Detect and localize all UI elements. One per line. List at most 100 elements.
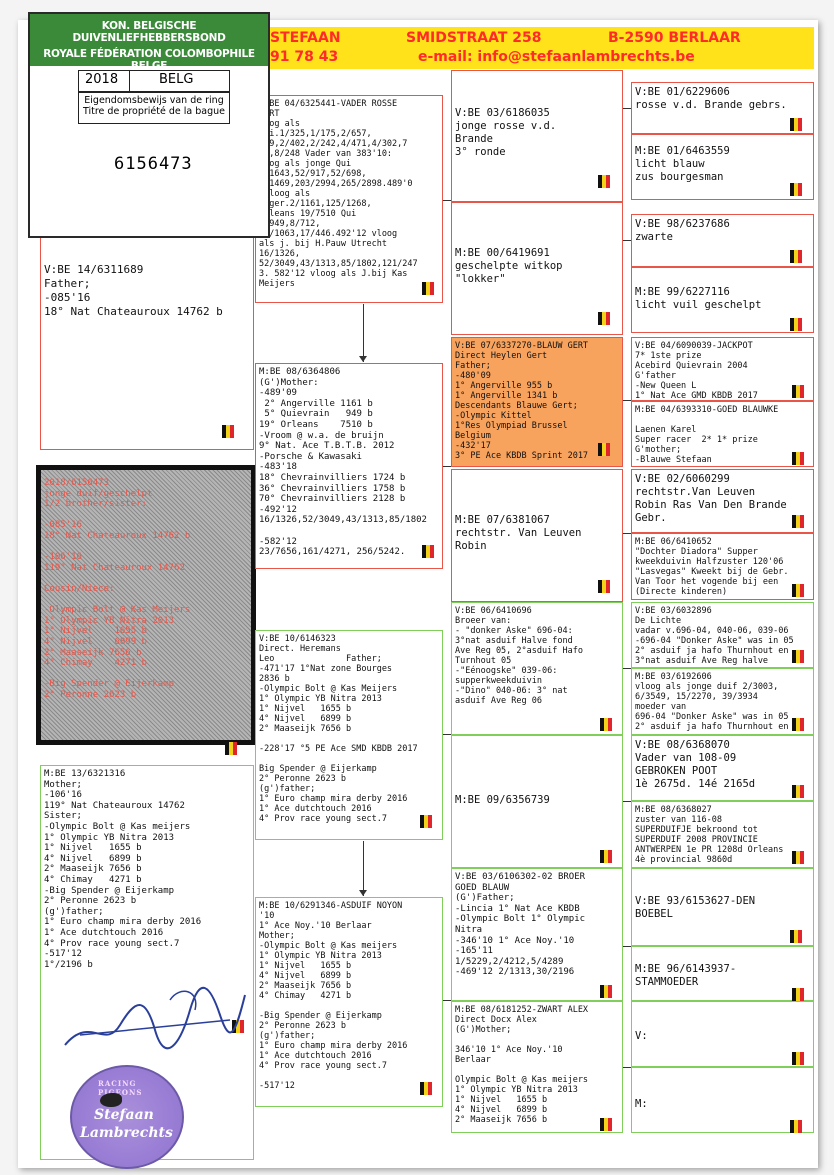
ownership-title-fr: Titre de propriété de la bague bbox=[82, 106, 225, 117]
g4-box-9: V:BE 03/6032896 De Lichte vadar v.696-04… bbox=[631, 602, 814, 668]
g4-text-2: M:BE 01/6463559 licht blauw zus bourgesm… bbox=[635, 145, 730, 183]
mmm-text: M:BE 08/6181252-ZWART ALEX Direct Docx A… bbox=[455, 1005, 589, 1125]
divider bbox=[129, 71, 130, 91]
mff-text: V:BE 06/6410696 Broeer van: - "donker As… bbox=[455, 606, 583, 706]
belgian-flag-icon bbox=[790, 118, 802, 131]
g4-text-5: V:BE 04/6090039-JACKPOT 7* 1ste prize Ac… bbox=[635, 341, 758, 401]
g4-text-9: V:BE 03/6032896 De Lichte vadar v.696-04… bbox=[635, 606, 794, 666]
belgian-flag-icon bbox=[792, 650, 804, 663]
mother-text: M:BE 13/6321316 Mother; -106'16 119° Nat… bbox=[44, 769, 202, 970]
belgian-flag-icon bbox=[792, 584, 804, 597]
belgian-flag-icon bbox=[790, 318, 802, 331]
belgian-flag-icon bbox=[422, 545, 434, 558]
fm-text: M:BE 08/6364806 (G')Mother: -489'09 2° A… bbox=[259, 367, 427, 558]
connector bbox=[623, 400, 631, 401]
g4-box-3: V:BE 98/6237686 zwarte bbox=[631, 214, 814, 267]
g4-box-14: M:BE 96/6143937- STAMMOEDER bbox=[631, 946, 814, 1001]
belgian-flag-icon bbox=[600, 718, 612, 731]
fmm-text: M:BE 07/6381067 rechtstr. Van Leuven Rob… bbox=[455, 514, 582, 552]
logo-name-1: Stefaan bbox=[94, 1107, 154, 1123]
ring-ownership-card: KON. BELGISCHE DUIVENLIEFHEBBERSBOND ROY… bbox=[28, 12, 270, 238]
mff-box: V:BE 06/6410696 Broeer van: - "donker As… bbox=[451, 602, 623, 735]
belgian-flag-icon bbox=[600, 985, 612, 998]
g4-box-6: M:BE 04/6393310-GOED BLAUWKE Laenen Kare… bbox=[631, 401, 814, 467]
contact-header: STEFAAN 91 78 43 SMIDSTRAAT 258 B-2590 B… bbox=[268, 27, 814, 69]
pigeon-icon bbox=[100, 1093, 122, 1107]
belgian-flag-icon bbox=[598, 443, 610, 456]
mmf-box: V:BE 03/6106302-02 BROER GOED BLAUW (G')… bbox=[451, 868, 623, 1001]
ffm-box: M:BE 00/6419691 geschelpte witkop "lokke… bbox=[451, 202, 623, 335]
belgian-flag-icon bbox=[598, 175, 610, 188]
belgian-flag-icon bbox=[790, 183, 802, 196]
belgian-flag-icon bbox=[600, 1118, 612, 1131]
mf-text: V:BE 10/6146323 Direct. Heremans Leo Fat… bbox=[259, 634, 418, 824]
connector-mf-mm bbox=[363, 841, 364, 896]
belgian-flag-icon bbox=[222, 425, 234, 438]
belgian-flag-icon bbox=[790, 250, 802, 263]
connector bbox=[443, 200, 451, 201]
connector bbox=[443, 466, 451, 467]
connector bbox=[443, 1000, 451, 1001]
connector bbox=[623, 533, 631, 534]
g4-box-5: V:BE 04/6090039-JACKPOT 7* 1ste prize Ac… bbox=[631, 337, 814, 401]
mmm-box: M:BE 08/6181252-ZWART ALEX Direct Docx A… bbox=[451, 1001, 623, 1133]
g4-text-8: M:BE 06/6410652 "Dochter Diadora" Supper… bbox=[635, 537, 789, 597]
g4-box-1: V:BE 01/6229606 rosse v.d. Brande gebrs. bbox=[631, 82, 814, 134]
g4-box-15: V: bbox=[631, 1001, 814, 1067]
g4-text-16: M: bbox=[635, 1098, 648, 1110]
belgian-flag-icon bbox=[792, 452, 804, 465]
belgian-flag-icon bbox=[790, 930, 802, 943]
belgian-flag-icon bbox=[420, 815, 432, 828]
g4-box-8: M:BE 06/6410652 "Dochter Diadora" Supper… bbox=[631, 533, 814, 600]
fmm-box: M:BE 07/6381067 rechtstr. Van Leuven Rob… bbox=[451, 469, 623, 602]
mfm-text: M:BE 09/6356739 bbox=[455, 794, 550, 806]
connector bbox=[623, 1067, 631, 1068]
city-address: B-2590 BERLAAR bbox=[608, 30, 741, 46]
g4-text-11: V:BE 08/6368070 Vader van 108-09 GEBROKE… bbox=[635, 739, 756, 790]
mmf-text: V:BE 03/6106302-02 BROER GOED BLAUW (G')… bbox=[455, 872, 586, 978]
connector-ff-fm bbox=[363, 304, 364, 362]
connector bbox=[623, 240, 631, 241]
ff-text: V:BE 04/6325441-VADER ROSSE GERT voog al… bbox=[259, 99, 418, 289]
g4-box-4: M:BE 99/6227116 licht vuil geschelpt bbox=[631, 267, 814, 333]
belgian-flag-icon bbox=[792, 851, 804, 864]
connector bbox=[623, 668, 631, 669]
email-address: e-mail: info@stefaanlambrechts.be bbox=[418, 49, 695, 65]
ring-number: 6156473 bbox=[114, 154, 193, 174]
belgian-flag-icon bbox=[420, 1082, 432, 1095]
mfm-box: M:BE 09/6356739 bbox=[451, 735, 623, 868]
belgian-flag-icon bbox=[792, 785, 804, 798]
signature-image bbox=[64, 987, 246, 1050]
mf-box: V:BE 10/6146323 Direct. Heremans Leo Fat… bbox=[255, 630, 443, 840]
ring-year: 2018 bbox=[85, 72, 119, 87]
subject-siblings-text: 2018/6156473 jonge duif/geschelpt 1/2 br… bbox=[44, 478, 191, 700]
connector bbox=[623, 946, 631, 947]
g4-text-1: V:BE 01/6229606 rosse v.d. Brande gebrs. bbox=[635, 86, 787, 111]
g4-text-12: M:BE 08/6368027 zuster van 116-08 SUPERD… bbox=[635, 805, 784, 865]
breeder-name: STEFAAN bbox=[270, 30, 341, 46]
belgian-flag-icon bbox=[600, 850, 612, 863]
belgian-flag-icon bbox=[790, 1120, 802, 1133]
fmf-box: V:BE 07/6337270-BLAUW GERT Direct Heylen… bbox=[451, 337, 623, 467]
ring-year-box: 2018 BELG bbox=[78, 70, 230, 92]
street-address: SMIDSTRAAT 258 bbox=[406, 30, 542, 46]
g4-text-6: M:BE 04/6393310-GOED BLAUWKE Laenen Kare… bbox=[635, 405, 779, 465]
logo-top-text: RACING PIGEONS bbox=[98, 1079, 143, 1097]
g4-text-3: V:BE 98/6237686 zwarte bbox=[635, 218, 730, 243]
fmf-text: V:BE 07/6337270-BLAUW GERT Direct Heylen… bbox=[455, 341, 589, 461]
connector bbox=[623, 801, 631, 802]
g4-text-13: V:BE 93/6153627-DEN BOEBEL bbox=[635, 895, 756, 920]
federation-banner: KON. BELGISCHE DUIVENLIEFHEBBERSBOND ROY… bbox=[30, 14, 268, 72]
belgian-flag-icon bbox=[792, 515, 804, 528]
federation-name-nl: KON. BELGISCHE DUIVENLIEFHEBBERSBOND bbox=[72, 20, 226, 44]
fm-box: M:BE 08/6364806 (G')Mother: -489'09 2° A… bbox=[255, 363, 443, 569]
belgian-flag-icon bbox=[792, 1052, 804, 1065]
ring-country: BELG bbox=[159, 72, 194, 87]
g4-text-15: V: bbox=[635, 1030, 648, 1042]
phone-number: 91 78 43 bbox=[270, 49, 339, 65]
belgian-flag-icon bbox=[422, 282, 434, 295]
belgian-flag-icon bbox=[792, 385, 804, 398]
arrow-down-icon bbox=[359, 890, 367, 896]
federation-name-fr: ROYALE FÉDÉRATION COLOMBOPHILE BELGE bbox=[43, 48, 255, 72]
belgian-flag-icon bbox=[598, 580, 610, 593]
